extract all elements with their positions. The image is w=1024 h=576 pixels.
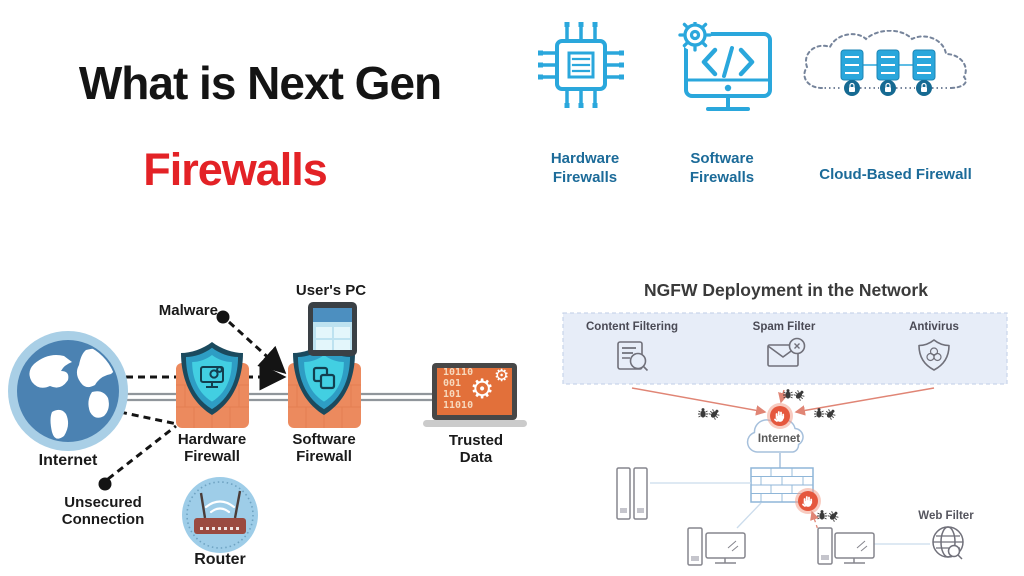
users-pc-icon xyxy=(308,302,357,356)
malware-arrow xyxy=(227,320,287,375)
desktop-computer-icon xyxy=(817,527,875,565)
internet-label: Internet xyxy=(38,452,98,469)
monitor-code-icon xyxy=(678,22,772,111)
chip-icon xyxy=(538,22,624,108)
gear-icon: ⚙ xyxy=(470,374,495,404)
cloud-based-firewall-label: Cloud-Based Firewall xyxy=(819,166,972,183)
ngfw-deployment-diagram xyxy=(562,312,1008,566)
spam-filter-label: Spam Filter xyxy=(752,321,816,333)
monitor-gear-glyph xyxy=(200,366,224,388)
dashed-cloud-outline xyxy=(803,30,967,89)
hardware-firewall-label: Hardware Firewall xyxy=(177,431,247,466)
software-firewall-label: Software Firewall xyxy=(292,431,356,466)
malware-bugs-icon xyxy=(817,509,841,523)
content-filtering-label: Content Filtering xyxy=(586,321,678,333)
internet-globe-icon xyxy=(8,331,128,451)
page-title-line2: Firewalls xyxy=(143,144,328,195)
cloud-servers-icon xyxy=(803,30,967,96)
antivirus-label: Antivirus xyxy=(909,321,959,333)
lan-lines xyxy=(650,482,930,545)
web-filter-globe-icon xyxy=(932,526,964,560)
ngfw-diagram-title: NGFW Deployment in the Network xyxy=(644,280,928,300)
malware-dot xyxy=(216,310,230,324)
block-badge-icon xyxy=(767,403,793,429)
unsecured-connection-label: Unsecured Connection xyxy=(61,494,145,529)
unsecured-line xyxy=(107,424,177,481)
router-icon xyxy=(182,477,258,553)
software-firewalls-label: Software Firewalls xyxy=(689,150,755,186)
shield-biohazard-icon xyxy=(918,339,950,371)
page-title-line1: What is Next Gen xyxy=(78,57,442,109)
web-filter-label: Web Filter xyxy=(918,510,974,522)
malware-label: Malware xyxy=(158,302,218,319)
network-flow-diagram xyxy=(8,302,527,553)
internet-cloud-label: Internet xyxy=(757,433,801,445)
software-firewall-icon xyxy=(288,342,361,428)
binary-data-text: 10110 001 101 11010 xyxy=(443,367,474,411)
users-pc-label: User's PC xyxy=(295,282,367,299)
hardware-firewall-icon xyxy=(176,342,249,428)
block-badge-icon xyxy=(795,488,821,514)
trusted-data-laptop-icon xyxy=(423,363,527,427)
lock-icons xyxy=(844,80,932,96)
router-label: Router xyxy=(194,551,246,568)
malware-bugs-icon xyxy=(698,407,722,421)
desktop-computer-icon xyxy=(687,527,746,566)
mail-block-icon xyxy=(767,337,806,367)
connection-lines xyxy=(98,310,436,491)
unsecured-dot xyxy=(98,477,112,491)
gear-icon: ⚙ xyxy=(494,366,510,385)
document-search-icon xyxy=(617,341,649,372)
trusted-data-label: Trusted Data xyxy=(448,432,504,467)
windows-glyph xyxy=(312,366,336,390)
hardware-firewalls-label: Hardware Firewalls xyxy=(550,150,620,186)
gear-icon xyxy=(678,22,712,52)
server-stack-icons xyxy=(840,49,936,81)
malware-bugs-icon xyxy=(783,388,807,402)
server-towers-icon xyxy=(616,467,648,520)
